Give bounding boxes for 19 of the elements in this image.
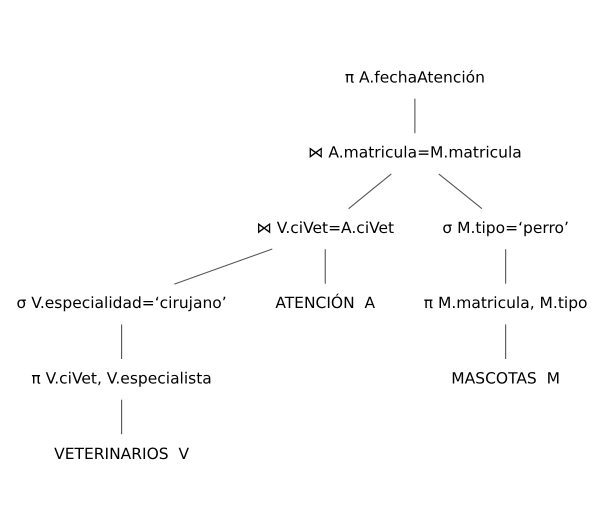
node-text: π A.fechaAtención (344, 68, 485, 86)
node-text: ⋈ A.matricula=M.matricula (308, 143, 522, 162)
connector (174, 248, 272, 284)
node-text: π M.matricula, M.tipo (424, 294, 588, 312)
node-text: MASCOTAS M (451, 368, 560, 387)
node-text: VETERINARIOS V (54, 444, 190, 462)
connector (505, 324, 506, 358)
connector (348, 172, 392, 209)
connector (414, 98, 416, 133)
node-text: σ V.especialidad=‘cirujano’ (16, 294, 227, 312)
node-text: π V.ciVet, V.especialista (31, 368, 212, 387)
connector (121, 324, 122, 358)
connector (505, 248, 506, 284)
node-text: σ M.tipo=‘perro’ (442, 218, 569, 236)
node-text: ATENCIÓN A (275, 294, 376, 312)
connector (121, 399, 122, 434)
connector (438, 172, 482, 209)
connector (324, 248, 326, 284)
node-text: ⋈ V.ciVet=A.ciVet (256, 218, 394, 236)
